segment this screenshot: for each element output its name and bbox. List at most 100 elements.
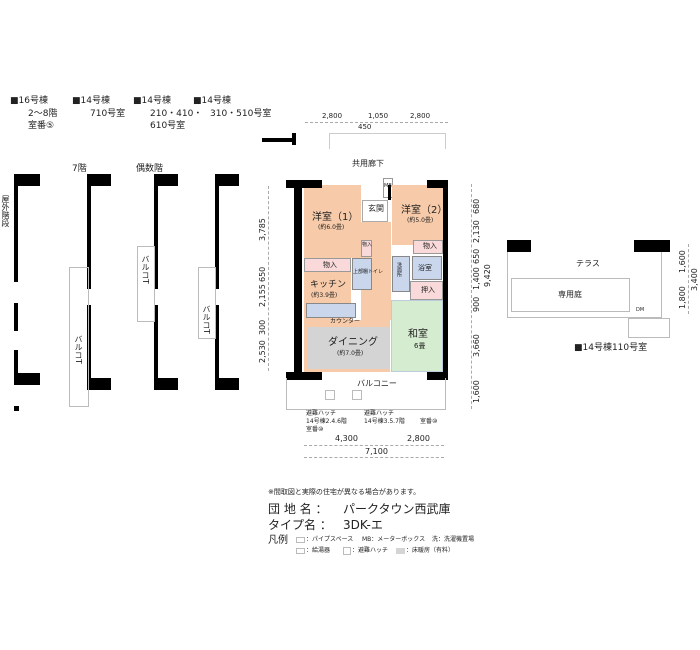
estate-label: 団 地 名 ： — [268, 502, 328, 516]
floor-heating-icon — [396, 548, 405, 554]
hatch1-label: 避難ハッチ — [306, 410, 337, 417]
room-western-1-size: (約6.0畳) — [318, 224, 345, 231]
right-dim-6: 3,660 — [472, 334, 481, 357]
left-dim-3: 2,155 — [258, 284, 267, 307]
dimension-line — [304, 445, 444, 446]
wall — [292, 133, 296, 145]
hatch1-floors: 14号棟2.4.6階 — [306, 418, 347, 425]
left-dim-5: 2,530 — [258, 340, 267, 363]
header-14b-rooms: 210・410・ — [150, 109, 203, 119]
mb-label: MB — [384, 183, 392, 189]
top-dim-3: 2,800 — [410, 112, 431, 120]
corridor-label: 共用廊下 — [352, 159, 384, 168]
hatch1-room: 室番⑩ — [306, 426, 324, 433]
right-dim-1: 680 — [472, 198, 481, 214]
wall — [154, 305, 158, 390]
dimension-line — [268, 186, 269, 371]
wall — [14, 373, 40, 385]
japanese-room-size: 6畳 — [414, 342, 426, 350]
bathroom — [412, 256, 442, 280]
wall — [388, 185, 391, 200]
legend-pipe-space: ：パイプスペース — [306, 536, 354, 543]
entrance-label: 玄関 — [368, 204, 384, 213]
wall — [215, 305, 219, 390]
header-16-rooms: 2～8階 — [28, 109, 58, 119]
legend-escape-hatch: ：避難ハッチ — [352, 547, 389, 554]
room-western-1-label: 洋室（1） — [312, 212, 359, 223]
wall — [443, 180, 448, 380]
water-heater-icon — [296, 548, 305, 554]
bottom-dim-2: 2,800 — [407, 434, 430, 443]
hatch2-room: 室番⑩ — [420, 418, 438, 425]
escape-hatch-icon — [325, 390, 335, 400]
room-western-2-size: (約5.0畳) — [407, 217, 434, 224]
legend-washer: 洗：洗濯機置場 — [432, 536, 475, 543]
balcony-outline — [137, 246, 155, 322]
wall — [14, 174, 40, 186]
right-dim-total: 9,420 — [483, 264, 492, 287]
wall — [427, 180, 448, 188]
right-plan-dim-1: 1,600 — [678, 250, 687, 273]
label-7th-floor: 7階 — [72, 164, 87, 174]
dining-size: (約7.0畳) — [337, 350, 364, 357]
escape-hatch-icon — [343, 547, 351, 555]
escape-hatch-icon — [352, 390, 362, 400]
bathroom-label: 浴室 — [418, 264, 432, 272]
dimension-line — [305, 122, 448, 123]
storage-small-label: 物入 — [362, 242, 373, 248]
terrace-label: テラス — [576, 259, 600, 268]
top-dim-2: 1,050 — [368, 112, 389, 120]
disclaimer: ※間取図と実際の住宅が異なる場合があります。 — [268, 488, 421, 496]
type-name: 3DK-エ — [343, 518, 383, 532]
wall — [634, 240, 670, 252]
steps-outline — [628, 318, 670, 338]
wall — [286, 372, 322, 380]
dm-label: DM — [636, 307, 645, 313]
kitchen-size: (約3.9畳) — [311, 292, 338, 299]
wall — [215, 378, 239, 390]
balcony-outline — [198, 267, 216, 339]
label-even-floors: 偶数階 — [136, 164, 164, 174]
storage-left — [304, 258, 351, 272]
washroom — [392, 256, 410, 292]
kitchen-counter — [306, 303, 356, 318]
hatch2-floors: 14号棟3.5.7階 — [364, 418, 405, 425]
left-dim-1: 3,785 — [258, 218, 267, 241]
right-plan-caption: ■14号棟110号室 — [574, 343, 648, 353]
dining-floor-heating — [307, 327, 389, 369]
label-outdoor-stairs: 屋外階段 — [1, 195, 10, 227]
legend-meter-box: MB：メーターボックス — [362, 536, 426, 543]
header-14c-building: ■14号棟 — [193, 96, 231, 106]
hatch2-label: 避難ハッチ — [364, 410, 395, 417]
top-dim-sub: 450 — [358, 123, 372, 131]
header-16-building: ■16号棟 — [10, 96, 48, 106]
balcony-label: バルコT — [202, 305, 211, 334]
kitchen-label: キッチン — [310, 280, 347, 290]
terrace-outline — [507, 252, 662, 318]
wall — [215, 174, 239, 186]
balcony-outline — [286, 378, 446, 410]
wall — [262, 138, 296, 142]
closet-label: 押入 — [421, 286, 435, 294]
wall — [87, 174, 111, 186]
wall — [87, 305, 91, 390]
header-14a-building: ■14号棟 — [72, 96, 110, 106]
wall — [215, 174, 219, 289]
entrance — [362, 200, 388, 222]
balcony-outline — [69, 267, 89, 407]
dimension-line — [688, 244, 689, 314]
type-label: タイプ名 ： — [268, 518, 332, 532]
room-western-2 — [392, 185, 444, 245]
balcony-label: バルコT — [141, 255, 150, 284]
dimension-line — [304, 457, 444, 458]
estate-name: パークタウン西武庫 — [343, 502, 451, 516]
toilet — [352, 258, 372, 290]
wall — [154, 174, 178, 186]
storage-right — [413, 240, 443, 254]
pipe-space-icon — [296, 537, 305, 543]
header-16-note: 室番⑤ — [28, 121, 55, 131]
right-plan-dim-total: 3,400 — [690, 268, 699, 291]
bottom-dim-1: 4,300 — [335, 434, 358, 443]
bottom-dim-total: 7,100 — [365, 447, 388, 456]
legend-water-heater: ：給湯器 — [306, 547, 331, 554]
